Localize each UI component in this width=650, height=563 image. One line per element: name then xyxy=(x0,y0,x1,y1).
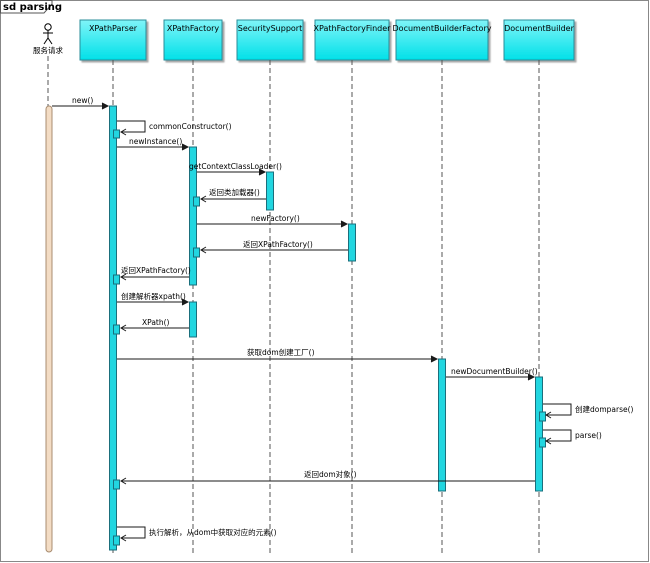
message-label: 创建解析器xpath() xyxy=(121,291,186,301)
message-create-xpath xyxy=(117,298,190,306)
activation-xpathfactoryfinder xyxy=(348,223,356,262)
frame-title: sd parsing xyxy=(3,2,62,13)
message-label: parse() xyxy=(575,431,602,440)
message-newdocumentbuilder xyxy=(446,373,536,381)
activation-xpathparser-return-dom xyxy=(113,479,120,490)
messages xyxy=(52,102,572,542)
message-return-xpath xyxy=(120,324,189,332)
participant-box xyxy=(79,19,147,61)
participant-box xyxy=(503,19,575,61)
message-label: newFactory() xyxy=(251,214,300,223)
message-return-dom xyxy=(120,477,535,485)
participant-box xyxy=(314,19,390,61)
activation-bars xyxy=(109,105,546,551)
message-label: 返回XPathFactory() xyxy=(243,240,313,249)
participant-label: XPathFactory xyxy=(167,24,220,33)
message-labels: new() commonConstructor() newInstance() … xyxy=(72,96,634,537)
participant-label: SecuritySupport xyxy=(238,24,302,33)
activation-documentbuilderfactory xyxy=(438,358,446,492)
activation-securitysupport xyxy=(266,171,274,211)
message-newinstance xyxy=(117,143,190,151)
activation-xpathparser-execute xyxy=(113,535,120,546)
message-label: 返回dom对象() xyxy=(304,469,357,479)
participant-box xyxy=(395,19,489,61)
activation-xpathparser-commonconstructor xyxy=(113,129,120,139)
activation-xpathfactory-xpath xyxy=(189,301,197,338)
message-label: new() xyxy=(72,96,93,105)
activation-xpathparser-return-factory xyxy=(113,274,120,285)
message-label: newDocumentBuilder() xyxy=(451,367,538,376)
actor-activation-bar xyxy=(45,105,53,553)
participant-box xyxy=(236,19,304,61)
actor-service-request: 服务请求 xyxy=(33,23,63,553)
activation-documentbuilder-parse xyxy=(539,437,546,448)
message-commonconstructor xyxy=(117,120,146,136)
message-label: newInstance() xyxy=(129,137,182,146)
message-new xyxy=(52,102,110,110)
participant-xpathfactoryfinder: XPathFactoryFinder xyxy=(314,19,392,553)
message-parse xyxy=(543,429,572,445)
message-getcontextclassloader xyxy=(197,168,267,176)
message-label: 执行解析，从dom中获取对应的元素() xyxy=(149,527,277,537)
message-label: XPath() xyxy=(142,318,170,327)
message-label: 返回XPathFactory() xyxy=(121,266,191,275)
participant-label: DocumentBuilder xyxy=(504,24,574,33)
message-create-domparse xyxy=(543,403,572,419)
message-newfactory xyxy=(197,220,349,228)
participant-label: XPathFactoryFinder xyxy=(314,24,392,33)
activation-xpathparser-return-xpath xyxy=(113,324,120,335)
message-return-classloader xyxy=(200,195,266,203)
message-execute-parse xyxy=(117,526,146,542)
message-label: commonConstructor() xyxy=(149,122,232,131)
message-get-dom-factory xyxy=(117,355,439,363)
participant-securitysupport: SecuritySupport xyxy=(236,19,304,553)
message-label: 获取dom创建工厂() xyxy=(247,347,315,357)
activation-xpathfactory-return-loader xyxy=(193,196,200,207)
actor-name: 服务请求 xyxy=(33,45,63,55)
message-return-xpathfactory-2 xyxy=(120,273,189,281)
participant-label: DocumentBuilderFactory xyxy=(393,24,492,33)
message-label: 创建domparse() xyxy=(575,404,634,414)
message-label: getContextClassLoader() xyxy=(189,162,282,171)
activation-xpathfactory-newinstance xyxy=(189,146,197,286)
activation-documentbuilder xyxy=(535,376,543,492)
activation-documentbuilder-domparse xyxy=(539,411,546,422)
participant-documentbuilderfactory: DocumentBuilderFactory xyxy=(393,19,492,553)
activation-xpathfactory-return-factory xyxy=(193,247,200,258)
message-label: 返回类加载器() xyxy=(209,187,260,197)
stick-figure-icon xyxy=(43,23,53,45)
participant-label: XPathParser xyxy=(89,24,138,33)
participant-xpathfactory: XPathFactory xyxy=(163,19,223,553)
participant-box xyxy=(163,19,223,61)
message-return-xpathfactory-1 xyxy=(200,246,348,254)
